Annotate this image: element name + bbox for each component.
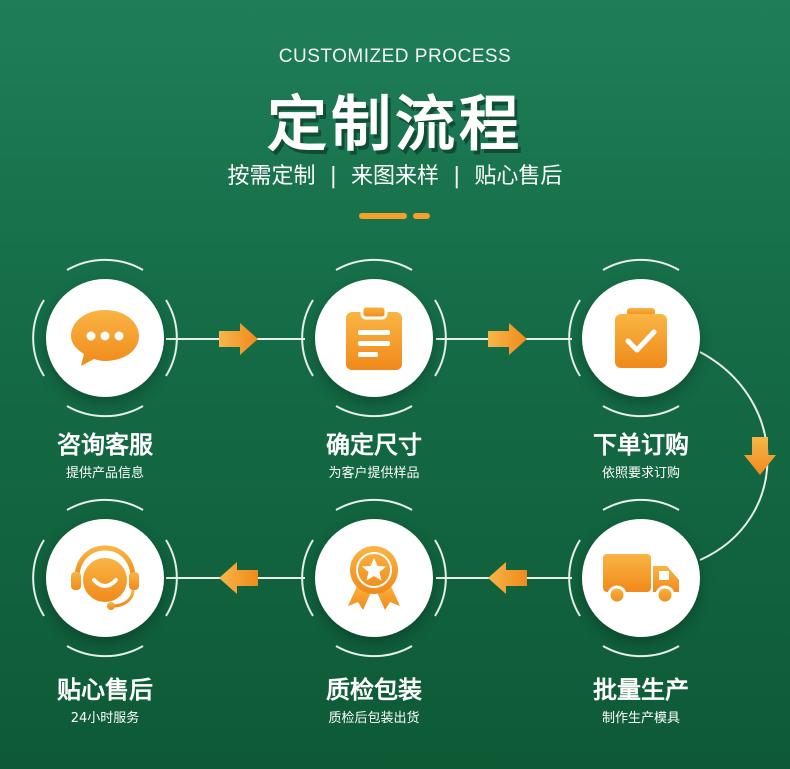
step-circle (315, 279, 433, 397)
step-circle (582, 279, 700, 397)
tagline-item: 按需定制 (227, 164, 316, 189)
step-production (568, 505, 714, 651)
step-title: 确定尺寸 (326, 431, 422, 459)
headset-smile-icon (71, 545, 139, 610)
page-title: 定制流程 (267, 90, 523, 160)
step-circle (315, 519, 433, 637)
decorative-dash-long (359, 213, 407, 219)
step-title: 贴心售后 (57, 676, 153, 704)
step-size (301, 265, 447, 411)
decorative-dash-short (413, 213, 430, 219)
subtitle-english: CUSTOMIZED PROCESS (278, 46, 512, 67)
tagline-item: 贴心售后 (474, 164, 563, 189)
step-circle (46, 279, 164, 397)
arrow-right-icon (488, 323, 527, 355)
step-label: 下单订购 依照要求订购 (541, 425, 741, 481)
step-subtitle: 为客户提供样品 (328, 466, 420, 481)
step-quality-packing (301, 505, 447, 651)
step-label: 确定尺寸 为客户提供样品 (274, 425, 474, 481)
step-title: 咨询客服 (57, 431, 153, 459)
clipboard-icon (346, 304, 402, 370)
step-order (568, 265, 714, 411)
step-subtitle: 依照要求订购 (601, 466, 680, 481)
checklist-icon (615, 308, 667, 368)
step-consult (32, 265, 178, 411)
step-label: 咨询客服 提供产品信息 (5, 425, 205, 481)
arrow-down-icon (744, 437, 776, 475)
step-title: 批量生产 (593, 676, 689, 704)
arrow-left-icon (219, 562, 258, 594)
award-badge-icon (348, 546, 400, 610)
tagline-item: 来图来样 (350, 164, 439, 189)
step-circle (582, 519, 700, 637)
arrow-left-icon (488, 562, 527, 594)
step-label: 质检包装 质检后包装出货 (274, 670, 474, 726)
step-title: 下单订购 (593, 431, 689, 459)
step-title: 质检包装 (326, 676, 422, 704)
step-subtitle: 制作生产模具 (601, 711, 680, 726)
tagline-separator: | (329, 164, 337, 189)
step-circle (46, 519, 164, 637)
chat-bubble-icon (71, 310, 139, 366)
circle-arcs (32, 258, 680, 658)
step-label: 批量生产 制作生产模具 (541, 670, 741, 726)
step-subtitle: 质检后包装出货 (328, 711, 420, 726)
tagline-separator: | (453, 164, 461, 189)
step-aftersales (32, 505, 178, 651)
tagline: 按需定制 | 来图来样 | 贴心售后 (0, 158, 790, 190)
arrow-right-icon (219, 323, 258, 355)
step-label: 贴心售后 24小时服务 (5, 670, 205, 726)
step-subtitle: 提供产品信息 (65, 466, 144, 481)
step-subtitle: 24小时服务 (70, 711, 140, 726)
truck-icon (603, 554, 679, 605)
